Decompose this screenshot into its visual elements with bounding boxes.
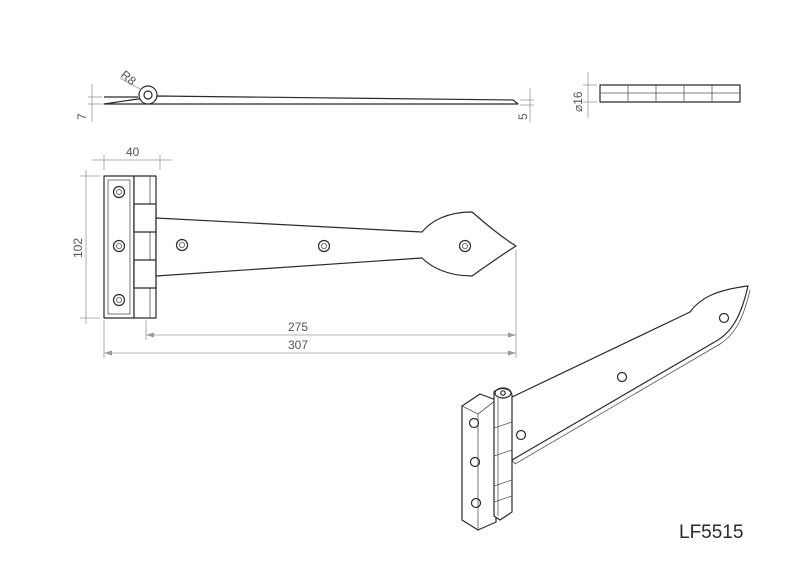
iso-strap-hole-2 [616,371,628,383]
strap-screw-hole-3 [458,239,472,253]
top-view: R8 7 5 [75,68,534,122]
knuckle-body [599,84,741,103]
isometric-view [461,285,751,531]
dim-thickness: 7 [75,113,89,120]
plate-screw-hole-middle [112,239,126,253]
iso-plate-hole-top [468,417,480,429]
knuckle-tab-2 [133,259,157,289]
iso-strap-hole-3 [718,312,730,324]
top-view-pin [143,90,153,100]
front-view: 40 102 275 307 [71,145,517,358]
knuckle-tab-1 [133,203,157,233]
dim-plate-width: 40 [126,145,140,159]
knuckle-side-view: ⌀16 [571,72,741,118]
strap-screw-hole-1 [175,238,189,252]
dim-strap-length: 275 [288,320,308,334]
dim-overall-length: 307 [288,338,308,352]
dim-plate-height: 102 [71,238,85,258]
dim-knuckle-diameter: ⌀16 [571,91,585,112]
iso-plate-hole-bottom [470,497,482,509]
iso-strap [509,285,749,461]
plate-screw-hole-bottom [112,293,126,307]
top-view-strap [103,95,519,105]
strap-screw-hole-2 [317,239,331,253]
iso-plate-hole-middle [469,456,481,468]
hinge-strap [155,211,517,277]
top-view-knuckle [138,85,158,105]
iso-knuckle [493,387,513,521]
dim-radius: R8 [118,68,139,89]
dim-strap-thickness: 5 [516,113,530,120]
iso-strap-hole-1 [515,429,527,441]
iso-pin [500,390,506,396]
part-code: LF5515 [679,522,743,543]
hinge-knuckle [133,175,157,319]
plate-screw-hole-top [112,185,126,199]
